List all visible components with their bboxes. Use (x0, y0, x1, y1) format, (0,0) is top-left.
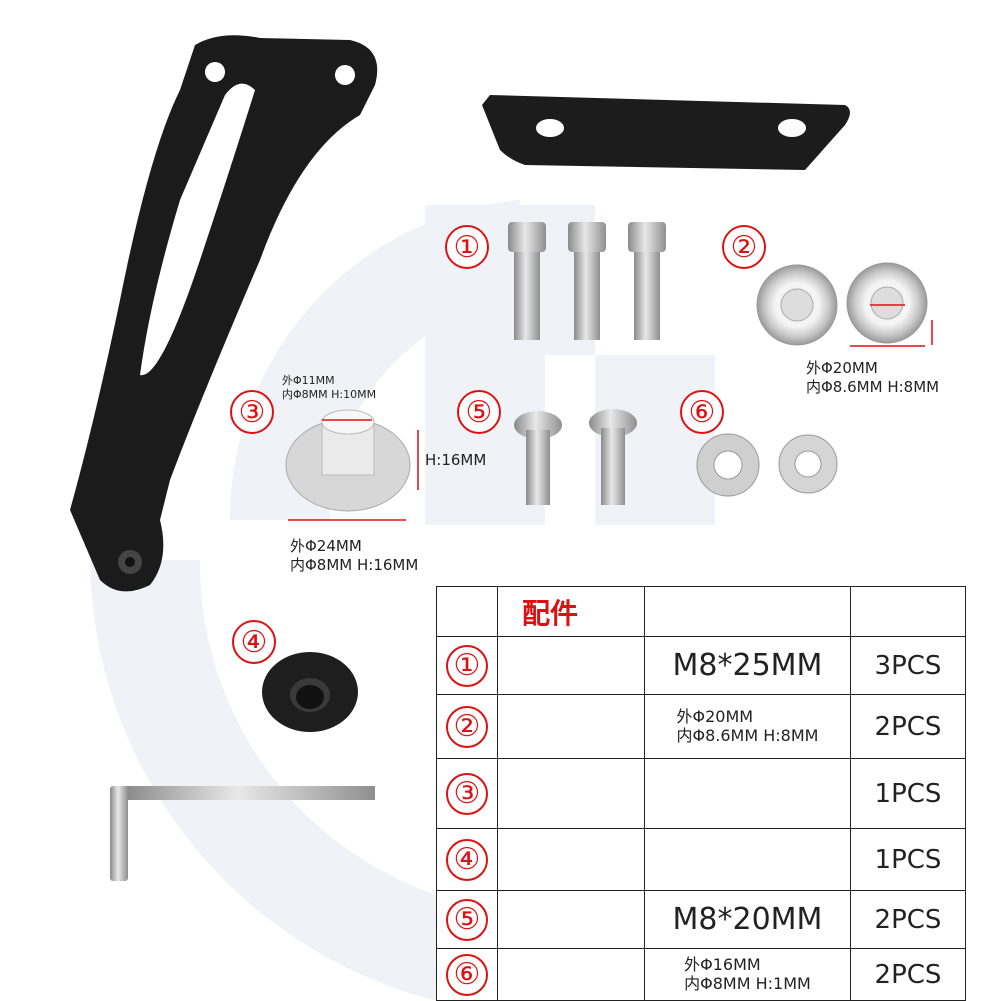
item-number-4: ④ (232, 620, 276, 664)
item-number-6: ⑥ (680, 390, 724, 434)
item-number-1: ① (445, 225, 489, 269)
main-bracket (70, 35, 378, 592)
row-spec-line: 内Φ8.6MM H:8MM (676, 725, 819, 745)
row-spec-line: 外Φ16MM (684, 955, 761, 975)
row-spec: M8*25MM (672, 648, 823, 683)
row-quantity: 3PCS (850, 636, 966, 695)
bushing-outer: 外Φ24MM (290, 537, 362, 555)
row-quantity: 1PCS (850, 758, 966, 829)
row-spec-line: 内Φ8MM H:1MM (684, 973, 811, 993)
bushing-height: H:16MM (425, 451, 487, 469)
row-number: ⑤ (446, 898, 488, 941)
washer-dimension-outer: 外Φ20MM (806, 359, 878, 377)
mounting-plate (482, 95, 850, 170)
hex-key (110, 786, 375, 881)
table-row: ④ 1PCS (436, 828, 966, 891)
row-number: ① (446, 644, 488, 687)
bushing (285, 409, 419, 521)
bushing-top-inner: 内Φ8MM H:10MM (282, 388, 377, 401)
row-number: ③ (446, 772, 488, 815)
row-spec-line: 外Φ20MM (676, 707, 754, 727)
bushing-inner: 内Φ8MM H:16MM (290, 556, 419, 574)
table-header-row: 配件 (436, 586, 966, 637)
rubber-grommet (262, 652, 358, 732)
flat-washers (696, 433, 838, 497)
row-quantity: 2PCS (850, 890, 966, 949)
table-row: ① M8*25MM 3PCS (436, 636, 966, 695)
row-number: ② (446, 705, 488, 748)
bushing-top-outer: 外Φ11MM (282, 374, 335, 387)
bolts-m8x25 (508, 222, 666, 340)
row-quantity: 2PCS (850, 948, 966, 1001)
table-row: ⑤ M8*20MM 2PCS (436, 890, 966, 949)
washer-dimension-inner: 内Φ8.6MM H:8MM (806, 378, 940, 396)
row-number: ④ (446, 838, 488, 881)
item-number-3: ③ (230, 390, 274, 434)
bolts-m8x20 (514, 409, 637, 505)
spacer-rings (756, 262, 933, 347)
row-spec: M8*20MM (672, 902, 823, 937)
row-quantity: 2PCS (850, 694, 966, 759)
item-number-2: ② (722, 225, 766, 269)
item-number-5: ⑤ (457, 390, 501, 434)
table-row: ③ 1PCS (436, 758, 966, 829)
row-quantity: 1PCS (850, 828, 966, 891)
row-number: ⑥ (446, 953, 488, 996)
table-header: 配件 (522, 596, 579, 630)
